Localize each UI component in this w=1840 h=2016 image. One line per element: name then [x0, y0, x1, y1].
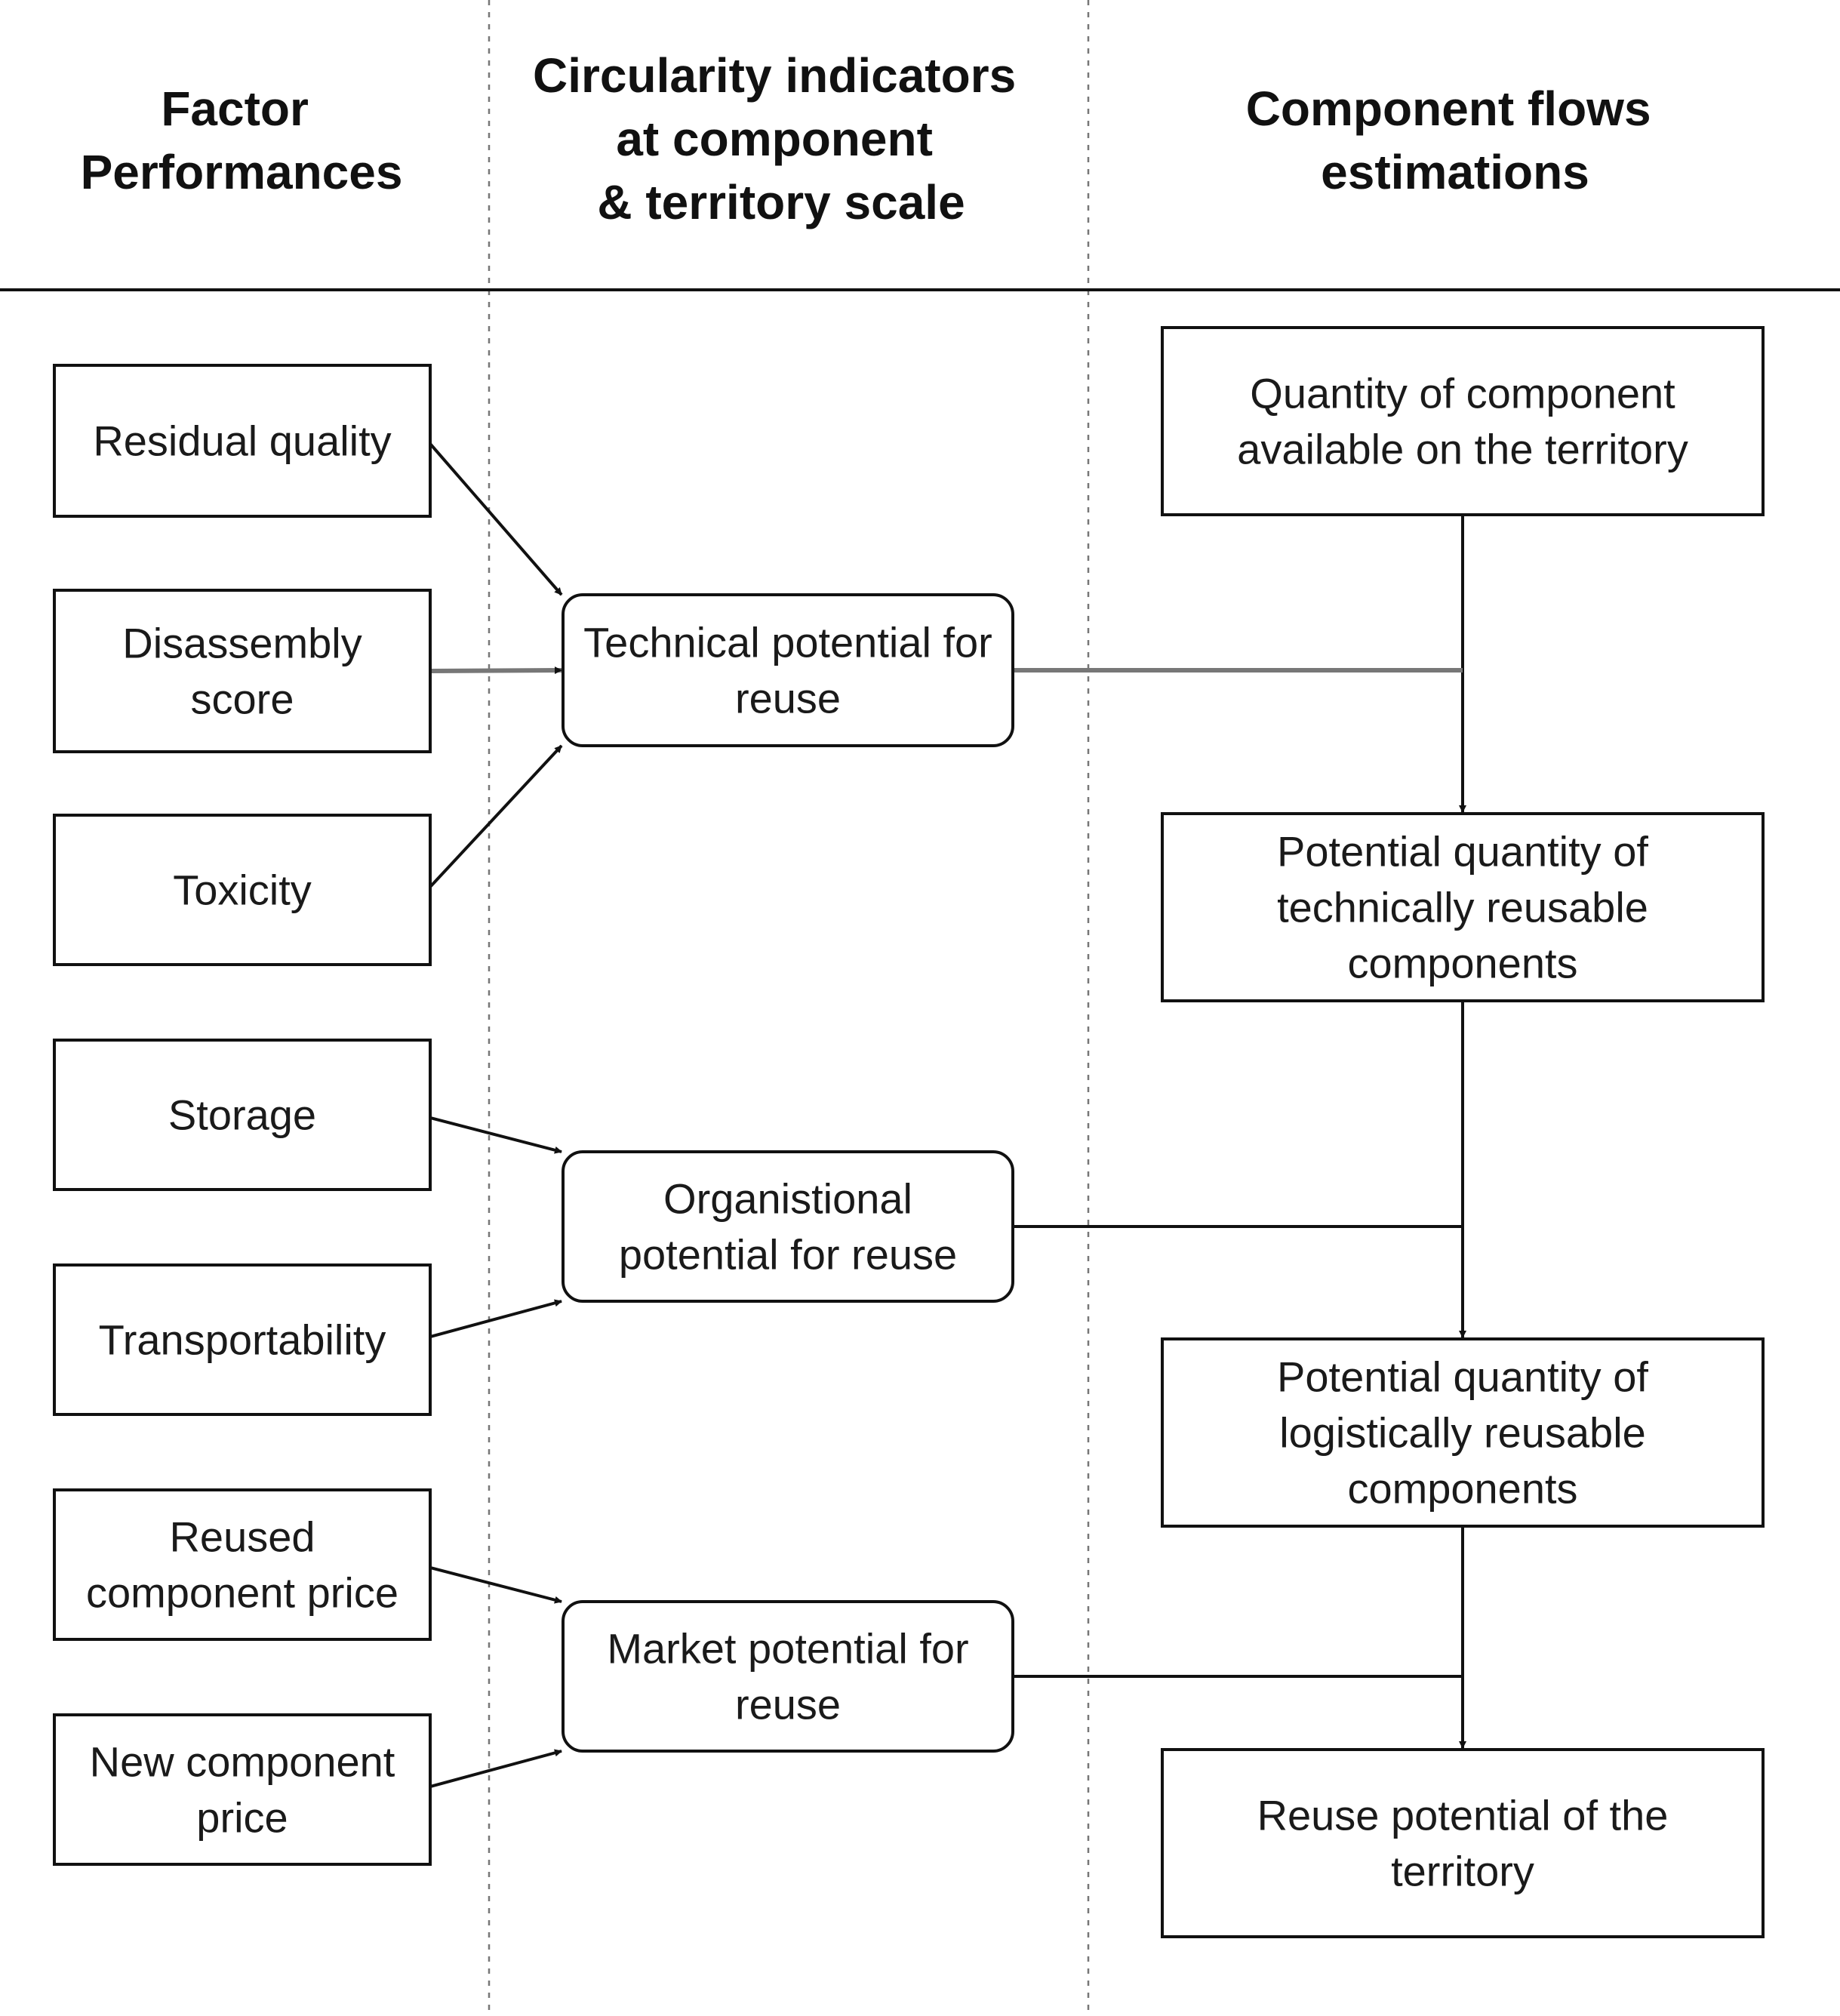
- label-line: components: [1347, 1465, 1577, 1513]
- header-circularity-indicators: Circularity indicators at component & te…: [533, 48, 1029, 229]
- factor-box-residual-quality: [53, 364, 432, 518]
- indicator-box-organisational: [562, 1150, 1014, 1303]
- flow-box-quantity-available: [1161, 326, 1765, 516]
- connector-residual-quality-to-technical: [429, 442, 563, 596]
- label-line: Potential quantity of: [1277, 828, 1648, 876]
- label-line: component price: [86, 1569, 398, 1617]
- flow-label-reuse-potential: Reuse potential of the territory: [1257, 1792, 1669, 1895]
- label-line: available on the territory: [1237, 426, 1688, 473]
- factor-box-new-component-price: [53, 1713, 432, 1866]
- header-factor-performances: Factor Performances: [81, 82, 403, 199]
- indicator-box-market: [562, 1600, 1014, 1753]
- flow-label-technically-reusable: Potential quantity of technically reusabl…: [1277, 828, 1648, 987]
- indicator-label-market: Market potential for reuse: [607, 1625, 968, 1728]
- label-line: Disassembly: [122, 620, 362, 667]
- connector-disassembly-score-to-technical: [429, 666, 562, 675]
- factor-box-transportability: [53, 1263, 432, 1416]
- label-line: New component: [90, 1738, 395, 1786]
- label-line: Storage: [168, 1091, 316, 1139]
- connector-transportability-to-organisational: [429, 1299, 562, 1338]
- label-line: potential for reuse: [619, 1231, 957, 1279]
- factor-label-transportability: Transportability: [99, 1316, 386, 1364]
- factor-label-reused-component-price: Reused component price: [86, 1513, 398, 1617]
- flow-label-logistically-reusable: Potential quantity of logistically reusab…: [1277, 1353, 1648, 1513]
- label-line: Transportability: [99, 1316, 386, 1364]
- label-line: logistically reusable: [1279, 1409, 1646, 1457]
- factor-label-toxicity: Toxicity: [173, 866, 312, 914]
- indicator-label-technical: Technical potential for reuse: [583, 619, 992, 722]
- factor-box-reused-component-price: [53, 1488, 432, 1641]
- label-line: components: [1347, 940, 1577, 987]
- header-line: Performances: [81, 145, 403, 199]
- label-line: Reuse potential of the: [1257, 1792, 1669, 1839]
- header-line: estimations: [1321, 145, 1589, 199]
- connector-storage-to-organisational: [429, 1116, 562, 1154]
- factor-box-toxicity: [53, 814, 432, 966]
- flow-box-technically-reusable: [1161, 812, 1765, 1002]
- label-line: Reused: [169, 1513, 315, 1561]
- label-line: score: [191, 676, 294, 723]
- header-line: at component: [616, 112, 933, 166]
- connectors: [429, 442, 1466, 1788]
- label-line: reuse: [735, 675, 841, 722]
- flow-box-logistically-reusable: [1161, 1337, 1765, 1528]
- factor-box-storage: [53, 1039, 432, 1191]
- label-line: Toxicity: [173, 866, 312, 914]
- indicator-label-organisational: Organistional potential for reuse: [619, 1175, 957, 1279]
- label-line: territory: [1391, 1848, 1534, 1895]
- label-line: Residual quality: [93, 417, 391, 465]
- factor-box-disassembly-score: [53, 589, 432, 753]
- label-line: Quantity of component: [1250, 370, 1675, 417]
- factor-label-new-component-price: New component price: [90, 1738, 395, 1842]
- header-line: & territory scale: [597, 175, 965, 229]
- indicator-box-technical: [562, 593, 1014, 747]
- label-line: technically reusable: [1277, 884, 1648, 931]
- factor-label-disassembly-score: Disassembly score: [122, 620, 362, 723]
- label-line: Technical potential for: [583, 619, 992, 666]
- connector-new-component-price-to-market: [429, 1749, 562, 1788]
- header-line: Factor: [161, 82, 309, 136]
- connector-reused-component-price-to-market: [429, 1566, 562, 1604]
- label-line: Potential quantity of: [1277, 1353, 1648, 1401]
- connector-toxicity-to-technical: [429, 744, 563, 888]
- label-line: reuse: [735, 1681, 841, 1728]
- factor-label-storage: Storage: [168, 1091, 316, 1139]
- label-line: price: [196, 1794, 288, 1842]
- header-component-flows: Component flows estimations: [1246, 82, 1665, 199]
- label-line: Market potential for: [607, 1625, 968, 1673]
- label-line: Organistional: [663, 1175, 912, 1223]
- flow-box-reuse-potential: [1161, 1748, 1765, 1938]
- factor-label-residual-quality: Residual quality: [93, 417, 391, 465]
- header-line: Component flows: [1246, 82, 1651, 136]
- header-line: Circularity indicators: [533, 48, 1016, 103]
- flow-label-quantity-available: Quantity of component available on the te…: [1237, 370, 1688, 473]
